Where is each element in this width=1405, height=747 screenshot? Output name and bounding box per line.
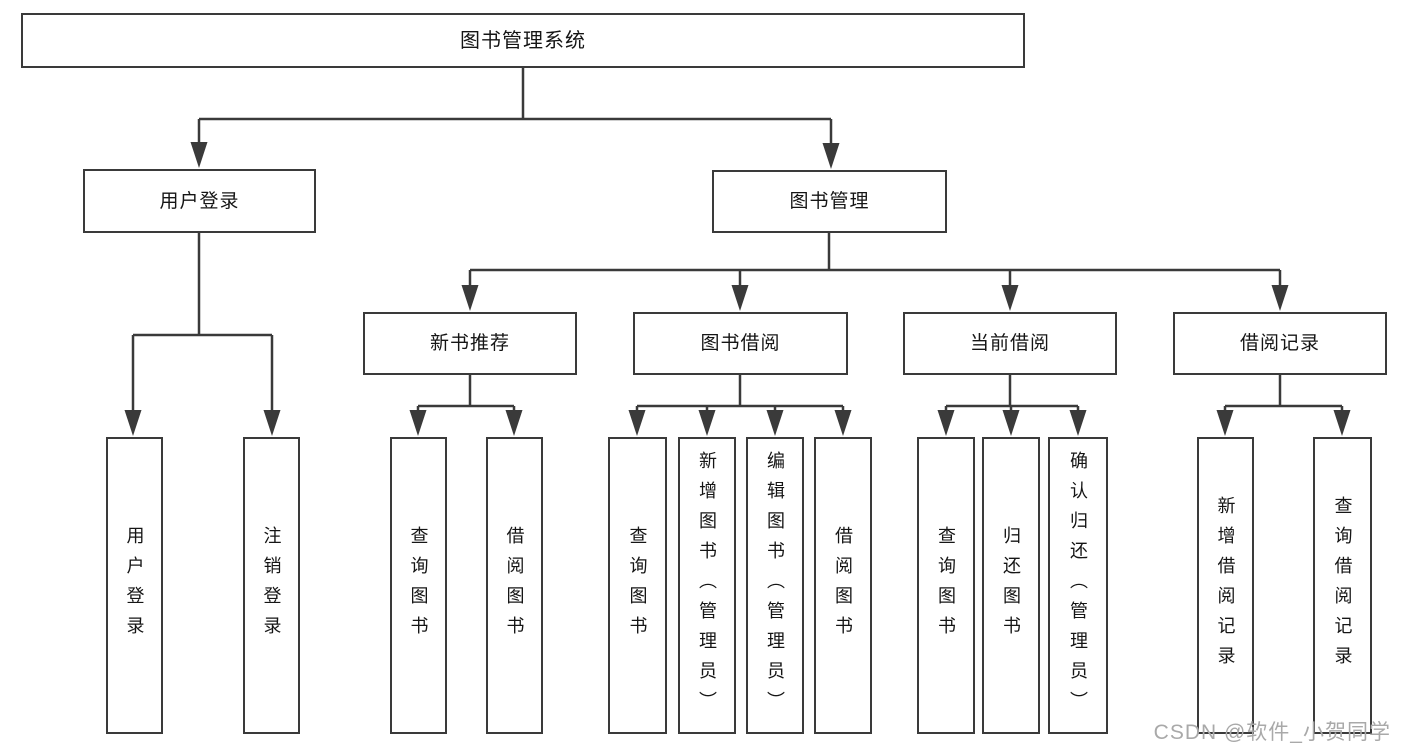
connector-root-to-level2 [190, 68, 840, 169]
arrowhead [1216, 410, 1234, 436]
node-user-login-branch: 用户登录 [83, 169, 316, 233]
node-confirm-return-admin: 确认归还（管理员） [1048, 437, 1108, 734]
node-library-system-root: 图书管理系统 [21, 13, 1025, 68]
node-edit-book-admin: 编辑图书（管理员） [746, 437, 804, 734]
arrowhead [937, 410, 955, 436]
arrowhead [124, 410, 142, 436]
node-book-management-branch: 图书管理 [712, 170, 947, 233]
node-recommend-query-books: 查询图书 [390, 437, 447, 734]
arrowhead [461, 285, 479, 311]
csdn-watermark: CSDN @软件_小贺同学 [1153, 721, 1391, 744]
node-borrow-records: 借阅记录 [1173, 312, 1387, 375]
arrowhead [1069, 410, 1087, 436]
arrowhead [698, 410, 716, 436]
connector-book-management-to-sections [461, 233, 1289, 311]
node-add-borrow-record: 新增借阅记录 [1197, 437, 1254, 734]
node-borrowing-borrow-books: 借阅图书 [814, 437, 872, 734]
arrowhead [263, 410, 281, 436]
arrowhead [731, 285, 749, 311]
node-return-books: 归还图书 [982, 437, 1040, 734]
connector-current-borrowing-to-children [937, 375, 1087, 436]
node-book-borrowing: 图书借阅 [633, 312, 848, 375]
arrowhead [409, 410, 427, 436]
arrowhead [1001, 285, 1019, 311]
node-logout-leaf: 注销登录 [243, 437, 300, 734]
arrowhead [505, 410, 523, 436]
connector-borrow-records-to-children [1216, 375, 1351, 436]
arrowhead [822, 143, 840, 169]
arrowhead [1333, 410, 1351, 436]
arrowhead [1271, 285, 1289, 311]
connector-new-book-recommend-to-children [409, 375, 523, 436]
node-current-borrowing: 当前借阅 [903, 312, 1117, 375]
connector-book-borrowing-to-children [628, 375, 852, 436]
node-recommend-borrow-books: 借阅图书 [486, 437, 543, 734]
arrowhead [766, 410, 784, 436]
node-current-query-books: 查询图书 [917, 437, 975, 734]
arrowhead [628, 410, 646, 436]
node-new-book-recommend: 新书推荐 [363, 312, 577, 375]
arrowhead [834, 410, 852, 436]
arrowhead [1002, 410, 1020, 436]
node-add-book-admin: 新增图书（管理员） [678, 437, 736, 734]
node-borrowing-query-books: 查询图书 [608, 437, 667, 734]
arrowhead [190, 142, 208, 168]
connector-user-login-to-children [124, 233, 281, 436]
node-user-login-leaf: 用户登录 [106, 437, 163, 734]
node-query-borrow-record: 查询借阅记录 [1313, 437, 1372, 734]
